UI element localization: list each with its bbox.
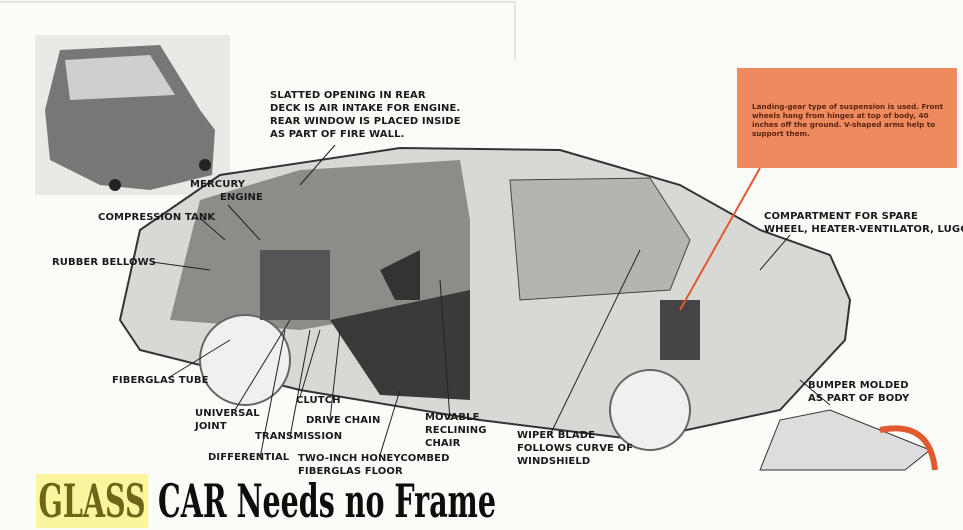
label-line: COMPARTMENT FOR SPARE — [764, 211, 918, 222]
label-line: FOLLOWS CURVE OF — [517, 443, 634, 454]
label-reclining-chair: MOVABLE RECLINING CHAIR — [425, 411, 487, 450]
label-bumper: BUMPER MOLDED AS PART OF BODY — [808, 379, 909, 405]
headline-rest: CAR Needs no Frame — [157, 474, 497, 528]
label-differential: DIFFERENTIAL — [208, 452, 290, 463]
label-clutch: CLUTCH — [296, 395, 341, 406]
label-drive-chain: DRIVE CHAIN — [306, 415, 381, 426]
label-line: UNIVERSAL — [195, 408, 260, 419]
label-compression-tank: COMPRESSION TANK — [98, 212, 216, 223]
seated-man — [380, 250, 420, 300]
label-line: JOINT — [195, 421, 227, 432]
label-line: TWO-INCH HONEYCOMBED — [298, 453, 450, 464]
label-wiper-blade: WIPER BLADE FOLLOWS CURVE OF WINDSHIELD — [517, 429, 633, 468]
label-line: WINDSHIELD — [517, 456, 591, 467]
label-mercury-engine: MERCURY ENGINE — [190, 178, 263, 204]
inset-car-photo — [35, 35, 230, 195]
label-line: WHEEL, HEATER-VENTILATOR, LUGGAGE — [764, 224, 963, 235]
label-line: AS PART OF BODY — [808, 393, 910, 404]
leader-lines — [151, 144, 831, 459]
label-line: RECLINING — [425, 425, 487, 436]
headline-highlight: GLASS — [36, 474, 149, 528]
label-line: DECK IS AIR INTAKE FOR ENGINE. — [270, 103, 461, 114]
article-headline: GLASS CAR Needs no Frame — [36, 474, 496, 528]
label-honeycombed-floor: TWO-INCH HONEYCOMBED FIBERGLAS FLOOR — [298, 452, 449, 478]
label-compartment: COMPARTMENT FOR SPARE WHEEL, HEATER-VENT… — [764, 210, 963, 236]
label-line: ENGINE — [220, 192, 263, 203]
label-fiberglas-tube: FIBERGLAS TUBE — [112, 375, 209, 386]
label-slatted-opening: SLATTED OPENING IN REAR DECK IS AIR INTA… — [270, 89, 461, 141]
main-car-cutaway — [118, 146, 852, 451]
label-line: WIPER BLADE — [517, 430, 596, 441]
label-line: FIBERGLAS FLOOR — [298, 466, 403, 477]
label-line: BUMPER MOLDED — [808, 380, 909, 391]
label-line: AS PART OF FIRE WALL. — [270, 129, 405, 140]
label-rubber-bellows: RUBBER BELLOWS — [52, 257, 157, 268]
label-line: CHAIR — [425, 438, 461, 449]
suspension-callout-text: Landing-gear type of suspension is used.… — [752, 102, 944, 138]
label-universal-joint: UNIVERSAL JOINT — [195, 407, 260, 433]
label-transmission: TRANSMISSION — [255, 431, 343, 442]
label-line: REAR WINDOW IS PLACED INSIDE — [270, 116, 461, 127]
suspension-callout-box: Landing-gear type of suspension is used.… — [737, 68, 957, 168]
label-line: MERCURY — [190, 179, 246, 190]
label-line: MOVABLE — [425, 412, 480, 423]
label-line: SLATTED OPENING IN REAR — [270, 90, 426, 101]
inset-small-car — [759, 409, 938, 471]
